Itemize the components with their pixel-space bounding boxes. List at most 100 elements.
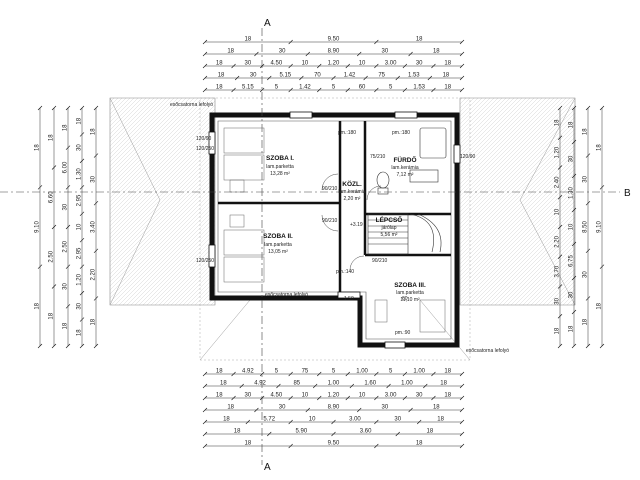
dimension-value: 18 [77,329,83,336]
dimension-value: 30 [91,175,97,182]
room-finish-5: járólap [380,225,396,231]
dimension-tick [345,87,350,93]
room-area-6: 11,10 m² [400,297,420,303]
opening-label: 120/90 [196,136,212,142]
dimension-tick [79,132,85,137]
dimension-tick [79,105,85,111]
room-name-2: SZOBA II. [263,233,293,240]
bathroom-fixtures [376,127,447,195]
dimension-value: 3.00 [349,417,361,423]
dimension-tick [431,87,436,93]
dimension-value: 3.70 [555,265,561,277]
dimension-tick [288,39,293,45]
opening-label: pm.:180 [338,130,356,136]
dimension-tick [431,63,436,69]
dimension-tick [267,431,272,437]
dimension-tick [571,207,577,213]
room-name-6: SZOBA III. [394,282,426,289]
room-area-3: 7,12 m² [397,172,414,178]
dimension-tick [585,200,591,206]
dimension-value: 30 [416,393,423,399]
dimension-tick [356,51,362,57]
dimension-value: 10 [359,393,366,399]
dimension-value: 30 [77,302,83,309]
dimension-tick [585,105,591,111]
level-mark: +3.19 [350,222,363,228]
dimension-value: 3.00 [385,393,397,399]
dimension-value: 30 [416,61,423,67]
dimension-tick [571,275,577,281]
dimension-value: 18 [555,119,561,126]
opening-label: 120/90 [460,154,476,160]
dimension-value: 18 [244,441,251,447]
dimension-value: 4.50 [271,61,283,67]
dimension-tick [79,211,85,216]
dimension-value: 18 [569,325,575,332]
dimension-value: 18 [234,429,241,435]
dimension-tick [202,63,208,69]
dimension-value: 5.90 [296,429,308,435]
dimension-tick [459,63,465,69]
dimension-tick [423,383,428,389]
dimension-value: 10 [569,223,575,230]
dimension-tick [317,63,322,69]
dimension-value: 18 [597,144,603,151]
dimension-tick [65,264,71,269]
dimension-value: 18 [444,85,451,91]
dimension-value: 1.53 [413,85,425,91]
dimension-tick [431,371,436,377]
dimension-tick [79,158,85,164]
dimension-value: 18 [569,121,575,128]
dimension-tick [37,105,43,111]
dimension-value: 18 [216,369,223,375]
dimension-value: 5 [275,369,279,375]
dimension-tick [93,200,99,206]
dimension-tick [408,51,413,57]
dimension-tick [408,407,413,413]
dimension-tick [288,371,293,377]
dimension-value: 10 [359,61,366,67]
dimension-tick [557,314,563,319]
dimension-value: 30 [382,49,389,55]
dimension-value: 18 [63,322,69,329]
dimension-tick [345,371,350,377]
dimension-value: 1.00 [356,369,368,375]
gutter-note: esőcsatorna lefolyó [466,348,509,354]
dimension-tick [231,63,236,69]
right-dimension-chains: 181.202.40102.203.70301818301.30106.7530… [555,105,605,349]
room-finish-4: lam.kerámia [338,189,365,195]
dimension-value: 18 [433,49,440,55]
dimension-value: 30 [279,49,286,55]
opening-label: pm.:140 [336,269,354,275]
dimension-value: 5.15 [279,73,291,79]
room-finish-2: lam.parketta [264,242,292,248]
opening-label: 120/250 [196,146,214,152]
dimension-tick [202,75,208,81]
dimension-value: 75 [378,73,385,79]
dimension-value: 75 [302,369,309,375]
dimension-value: 5.15 [242,85,254,91]
dimension-tick [65,145,71,150]
dimension-tick [202,407,208,413]
dimension-tick [37,343,43,349]
dimension-tick [305,51,311,57]
dimension-tick [317,395,322,401]
dimension-tick [288,419,293,425]
dimension-value: 30 [394,417,401,423]
dimension-value: 6.00 [63,161,69,173]
opening-label: pm.:180 [392,130,410,136]
dimension-tick [65,185,71,190]
dimension-value: 18 [444,61,451,67]
dimension-tick [386,383,391,389]
dimension-tick [276,383,281,389]
opening-label: 90/210 [322,186,338,192]
dimension-value: 3.40 [91,221,97,233]
room-area-5: 5,56 m² [381,232,398,238]
dimension-tick [65,343,71,349]
dimension-tick [557,165,563,170]
dimension-tick [51,165,57,170]
dimension-value: 4.92 [242,369,254,375]
dimension-value: 2.20 [555,235,561,247]
dimension-value: 8.90 [328,405,340,411]
